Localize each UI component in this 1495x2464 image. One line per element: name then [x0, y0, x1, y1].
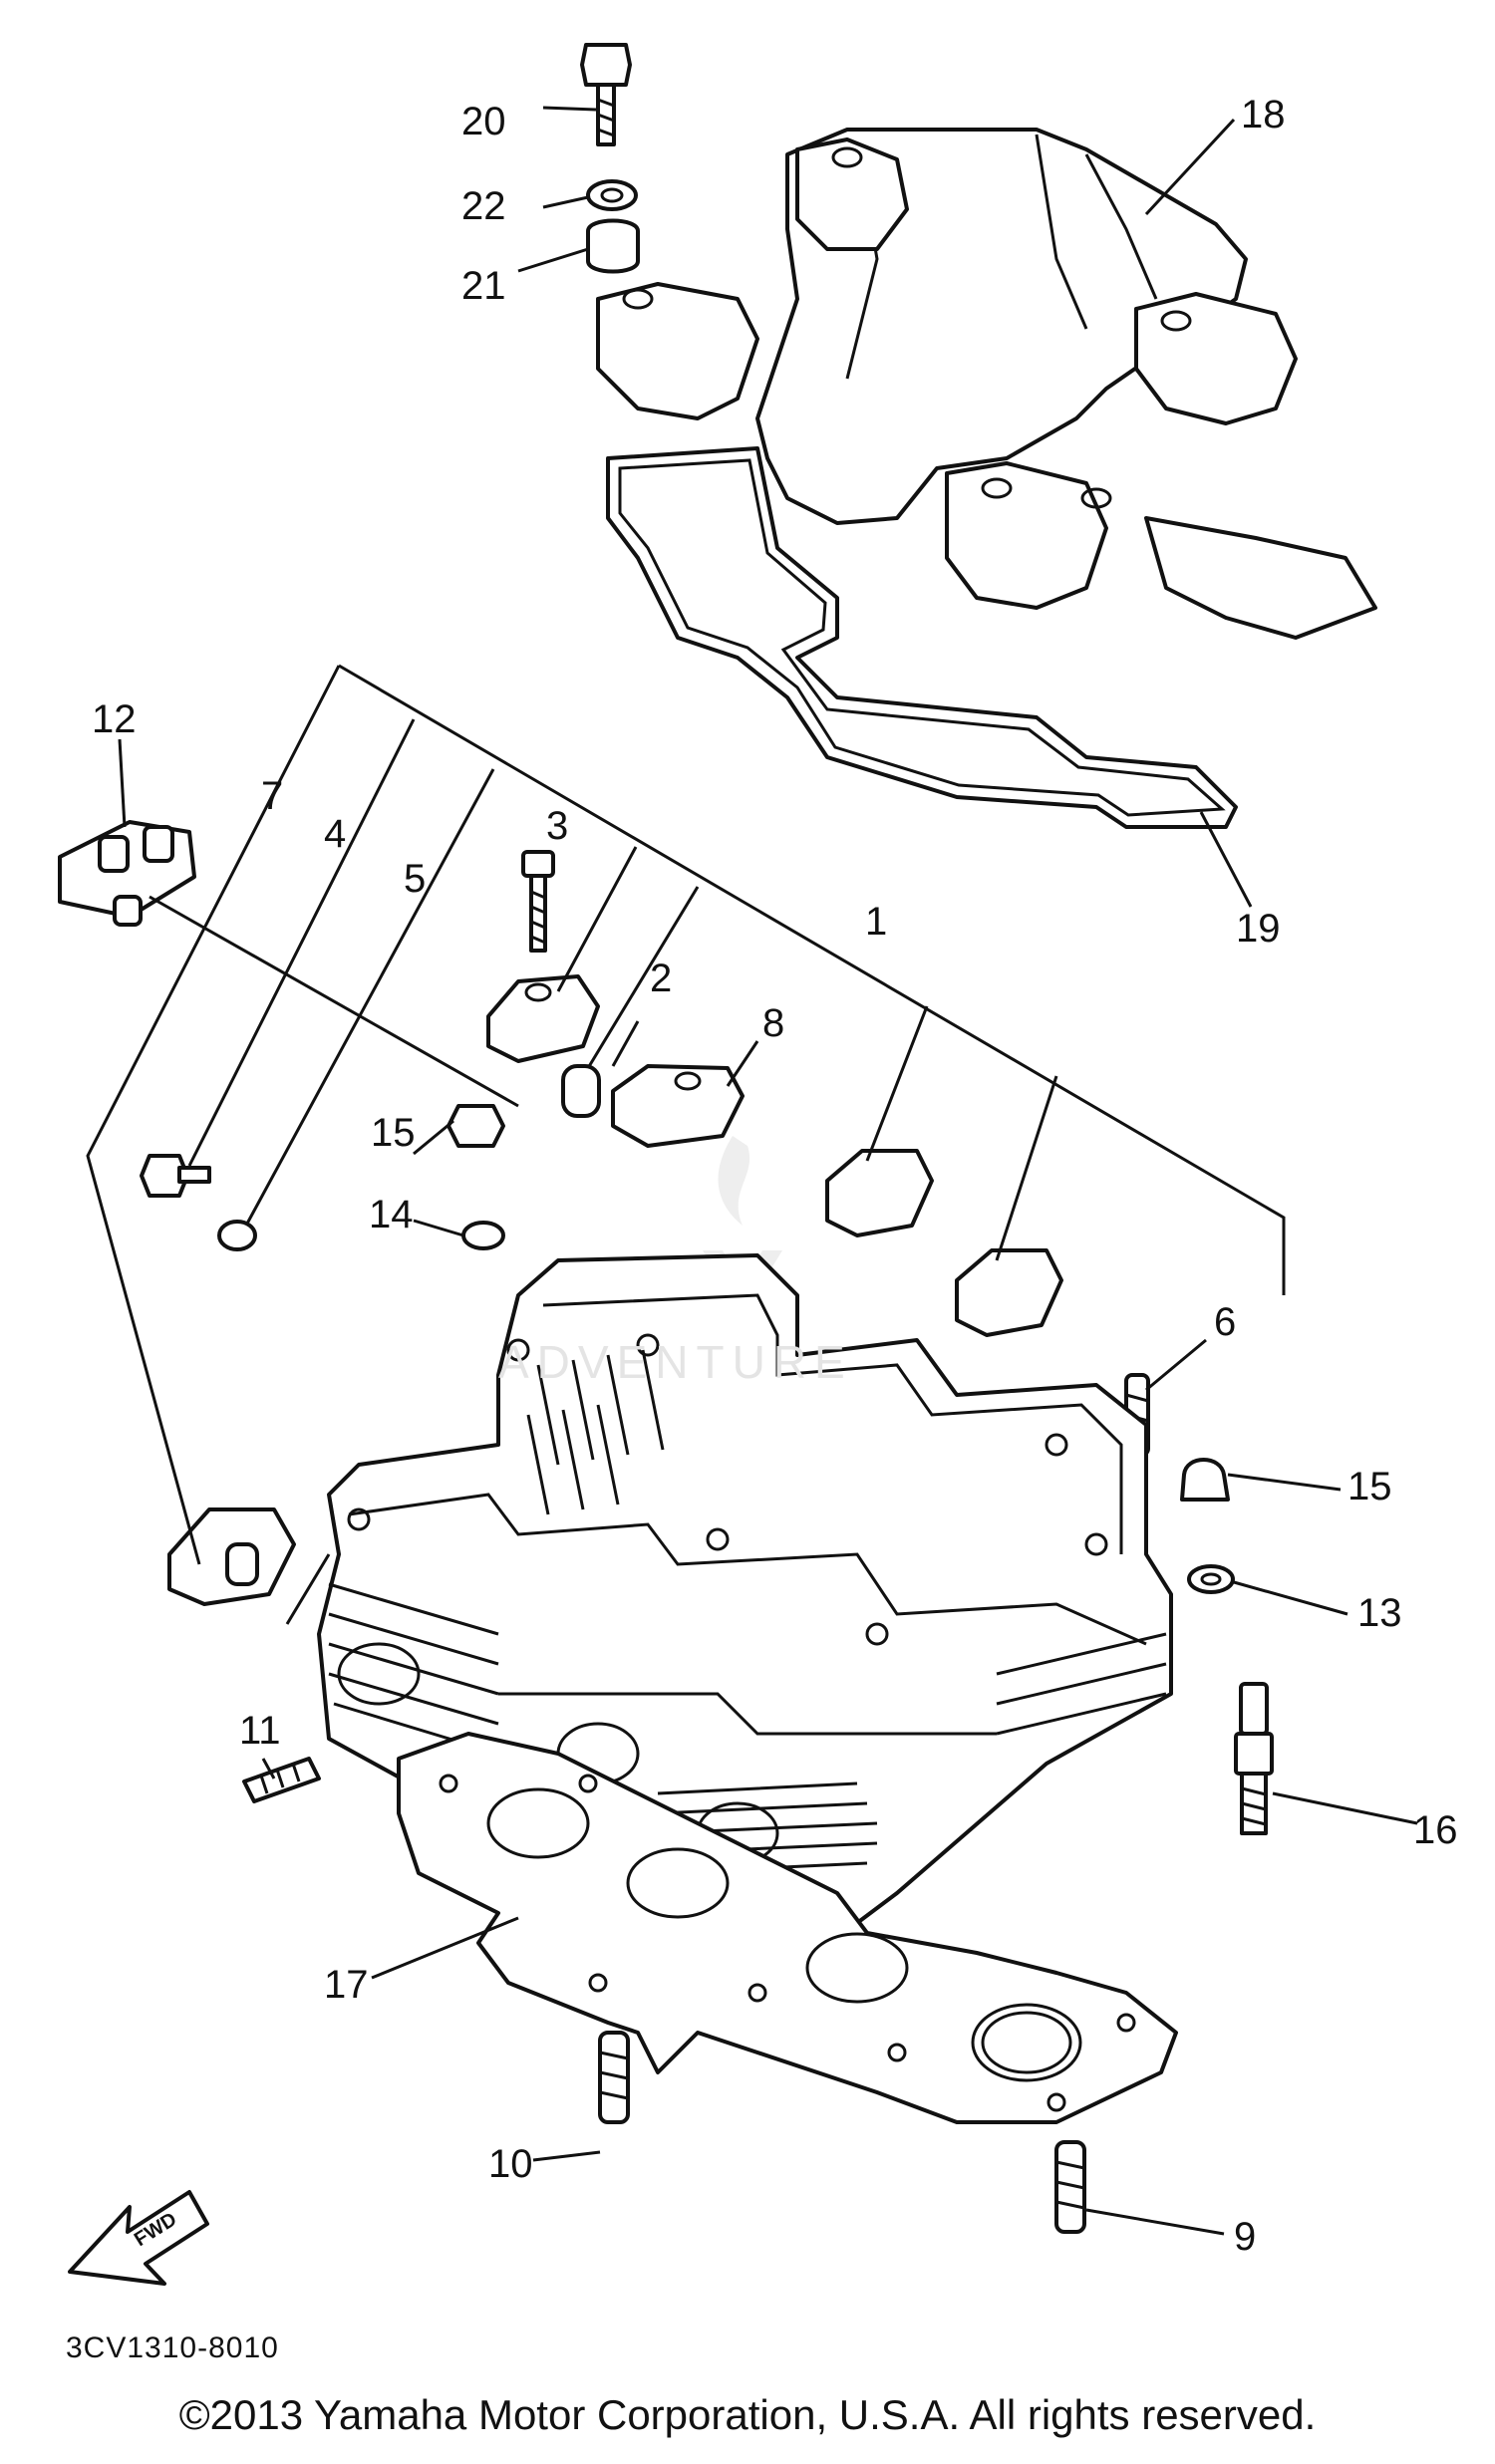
callout-2: 2 [650, 957, 672, 1000]
studs-and-plug [598, 1458, 1274, 2234]
callout-labels: 20 22 21 18 19 12 7 4 5 3 2 8 1 15 14 6 … [92, 93, 1458, 2259]
callout-3: 3 [546, 804, 568, 848]
callout-5: 5 [404, 857, 426, 901]
callout-10: 10 [488, 2142, 533, 2186]
callout-4: 4 [324, 812, 346, 856]
cylinder-head-gasket [397, 1732, 1178, 2124]
callout-19: 19 [1236, 907, 1281, 951]
head-cover-gasket [606, 446, 1377, 829]
cover-bolt-stack [580, 43, 640, 274]
fwd-arrow-icon: FWD [68, 2190, 209, 2286]
callout-11: 11 [239, 1709, 281, 1753]
callout-1: 1 [865, 900, 887, 944]
callout-18: 18 [1241, 93, 1286, 137]
callout-15-upper: 15 [371, 1111, 416, 1155]
callout-9: 9 [1234, 2215, 1256, 2259]
callout-22: 22 [461, 184, 506, 228]
watermark-text: ADVENTURE [498, 1336, 853, 1388]
callout-8: 8 [762, 1001, 784, 1045]
callout-16: 16 [1413, 1808, 1458, 1852]
callout-7: 7 [261, 774, 283, 818]
callout-seventeen: 17 [324, 1963, 369, 2007]
callout-6: 6 [1214, 1300, 1236, 1344]
callout-21: 21 [461, 264, 506, 308]
cylinder-head-cover [596, 128, 1298, 610]
callout-leaders [118, 106, 1418, 2236]
callout-15-lower: 15 [1347, 1465, 1392, 1508]
figure-code: 3CV1310-8010 [66, 2331, 279, 2364]
assembly-bracket-lines [86, 664, 1286, 1565]
callout-20: 20 [461, 100, 506, 143]
callout-12: 12 [92, 697, 137, 741]
wire-bracket [58, 820, 196, 927]
callout-14: 14 [369, 1193, 414, 1236]
copyright-notice: ©2013 Yamaha Motor Corporation, U.S.A. A… [178, 2391, 1317, 2438]
callout-13: 13 [1357, 1591, 1402, 1635]
